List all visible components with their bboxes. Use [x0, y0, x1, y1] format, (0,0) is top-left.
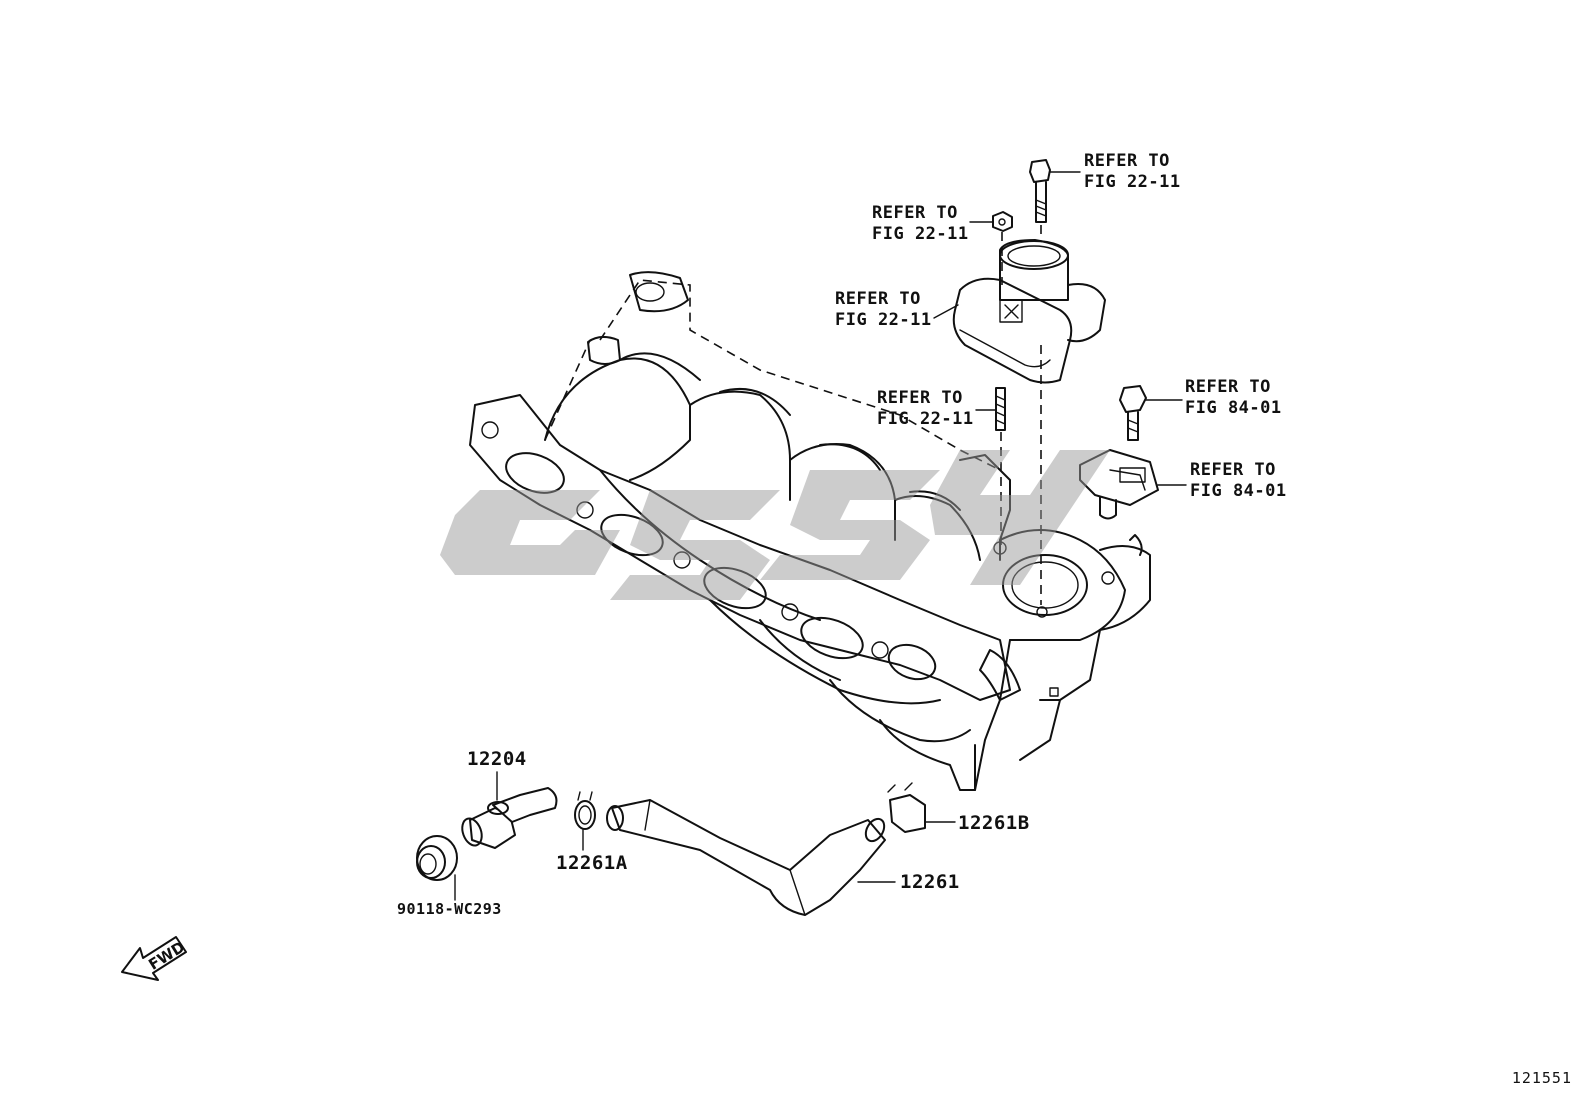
part-number-12261B: 12261B	[958, 812, 1030, 834]
clamp-12261B	[887, 782, 926, 833]
part-number-12204: 12204	[467, 748, 527, 770]
watermark-logo	[440, 450, 1110, 600]
fwd-arrow-icon: FWD	[121, 936, 188, 981]
hose-12261	[606, 799, 886, 916]
leader-lines	[454, 171, 1187, 901]
part-number-12261: 12261	[900, 871, 960, 893]
stud	[995, 387, 1006, 431]
throttle-body	[952, 239, 1106, 384]
sensor-bolt	[1119, 385, 1147, 441]
part-number-12261A: 12261A	[556, 852, 628, 874]
grommet-90118	[416, 835, 458, 881]
figure-id: 121551	[1511, 1069, 1572, 1087]
bolt-top	[1029, 159, 1051, 223]
nut	[992, 211, 1013, 232]
clamp-12261A	[574, 791, 596, 830]
pcv-valve-12204	[461, 787, 558, 849]
part-number-90118: 90118-WC293	[397, 900, 502, 918]
